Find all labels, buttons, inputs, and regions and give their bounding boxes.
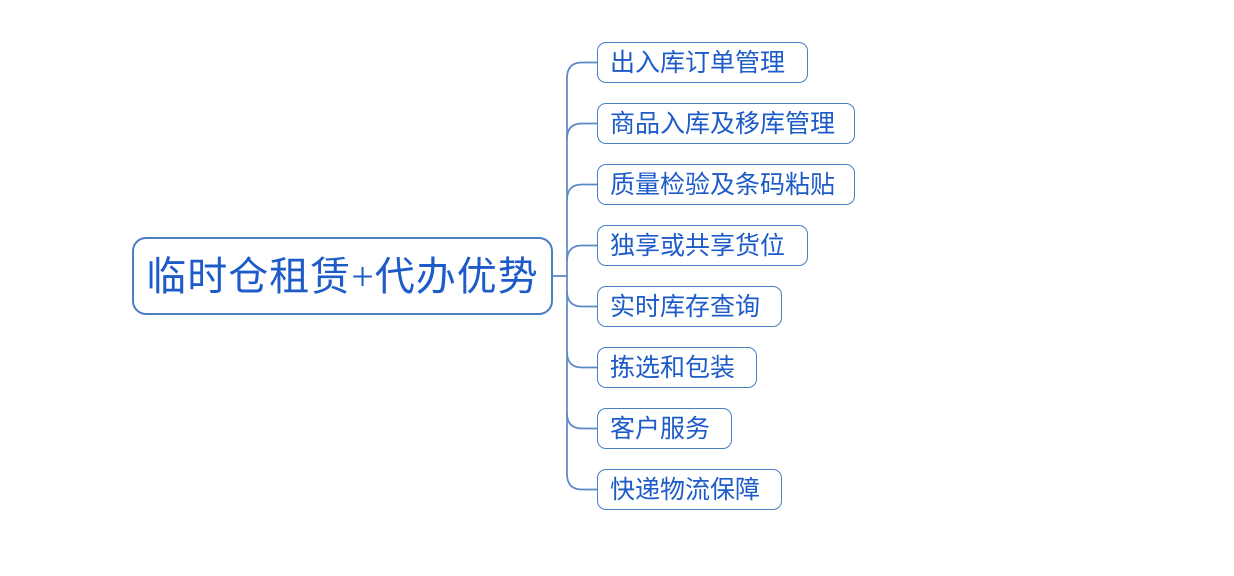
node-label: 拣选和包装 [610,355,736,382]
branch-line [566,122,598,140]
mindmap-child-node[interactable]: 拣选和包装 [597,347,757,388]
root-node[interactable]: 临时仓租赁+代办优势 [132,237,553,315]
branch-line [566,183,598,201]
node-label: 商品入库及移库管理 [610,111,836,138]
node-label: 快递物流保障 [610,477,761,504]
branch-line [566,244,598,262]
mindmap-child-node[interactable]: 实时库存查询 [597,286,782,327]
branch-line [566,290,598,308]
mindmap-child-node[interactable]: 客户服务 [597,408,732,449]
mindmap-child-node[interactable]: 独享或共享货位 [597,225,808,266]
node-label: 实时库存查询 [610,294,761,321]
root-node-label: 临时仓租赁+代办优势 [146,254,539,299]
node-label: 独享或共享货位 [610,233,786,260]
mindmap-child-node[interactable]: 快递物流保障 [597,469,782,510]
node-label: 出入库订单管理 [610,50,786,77]
branch-line [566,61,598,79]
mindmap-child-node[interactable]: 商品入库及移库管理 [597,103,855,144]
branch-line [566,412,598,430]
mindmap-child-node[interactable]: 出入库订单管理 [597,42,808,83]
branch-line [566,351,598,369]
node-label: 质量检验及条码粘贴 [610,172,836,199]
branch-line [566,473,598,491]
mindmap-child-node[interactable]: 质量检验及条码粘贴 [597,164,855,205]
node-label: 客户服务 [610,416,711,443]
